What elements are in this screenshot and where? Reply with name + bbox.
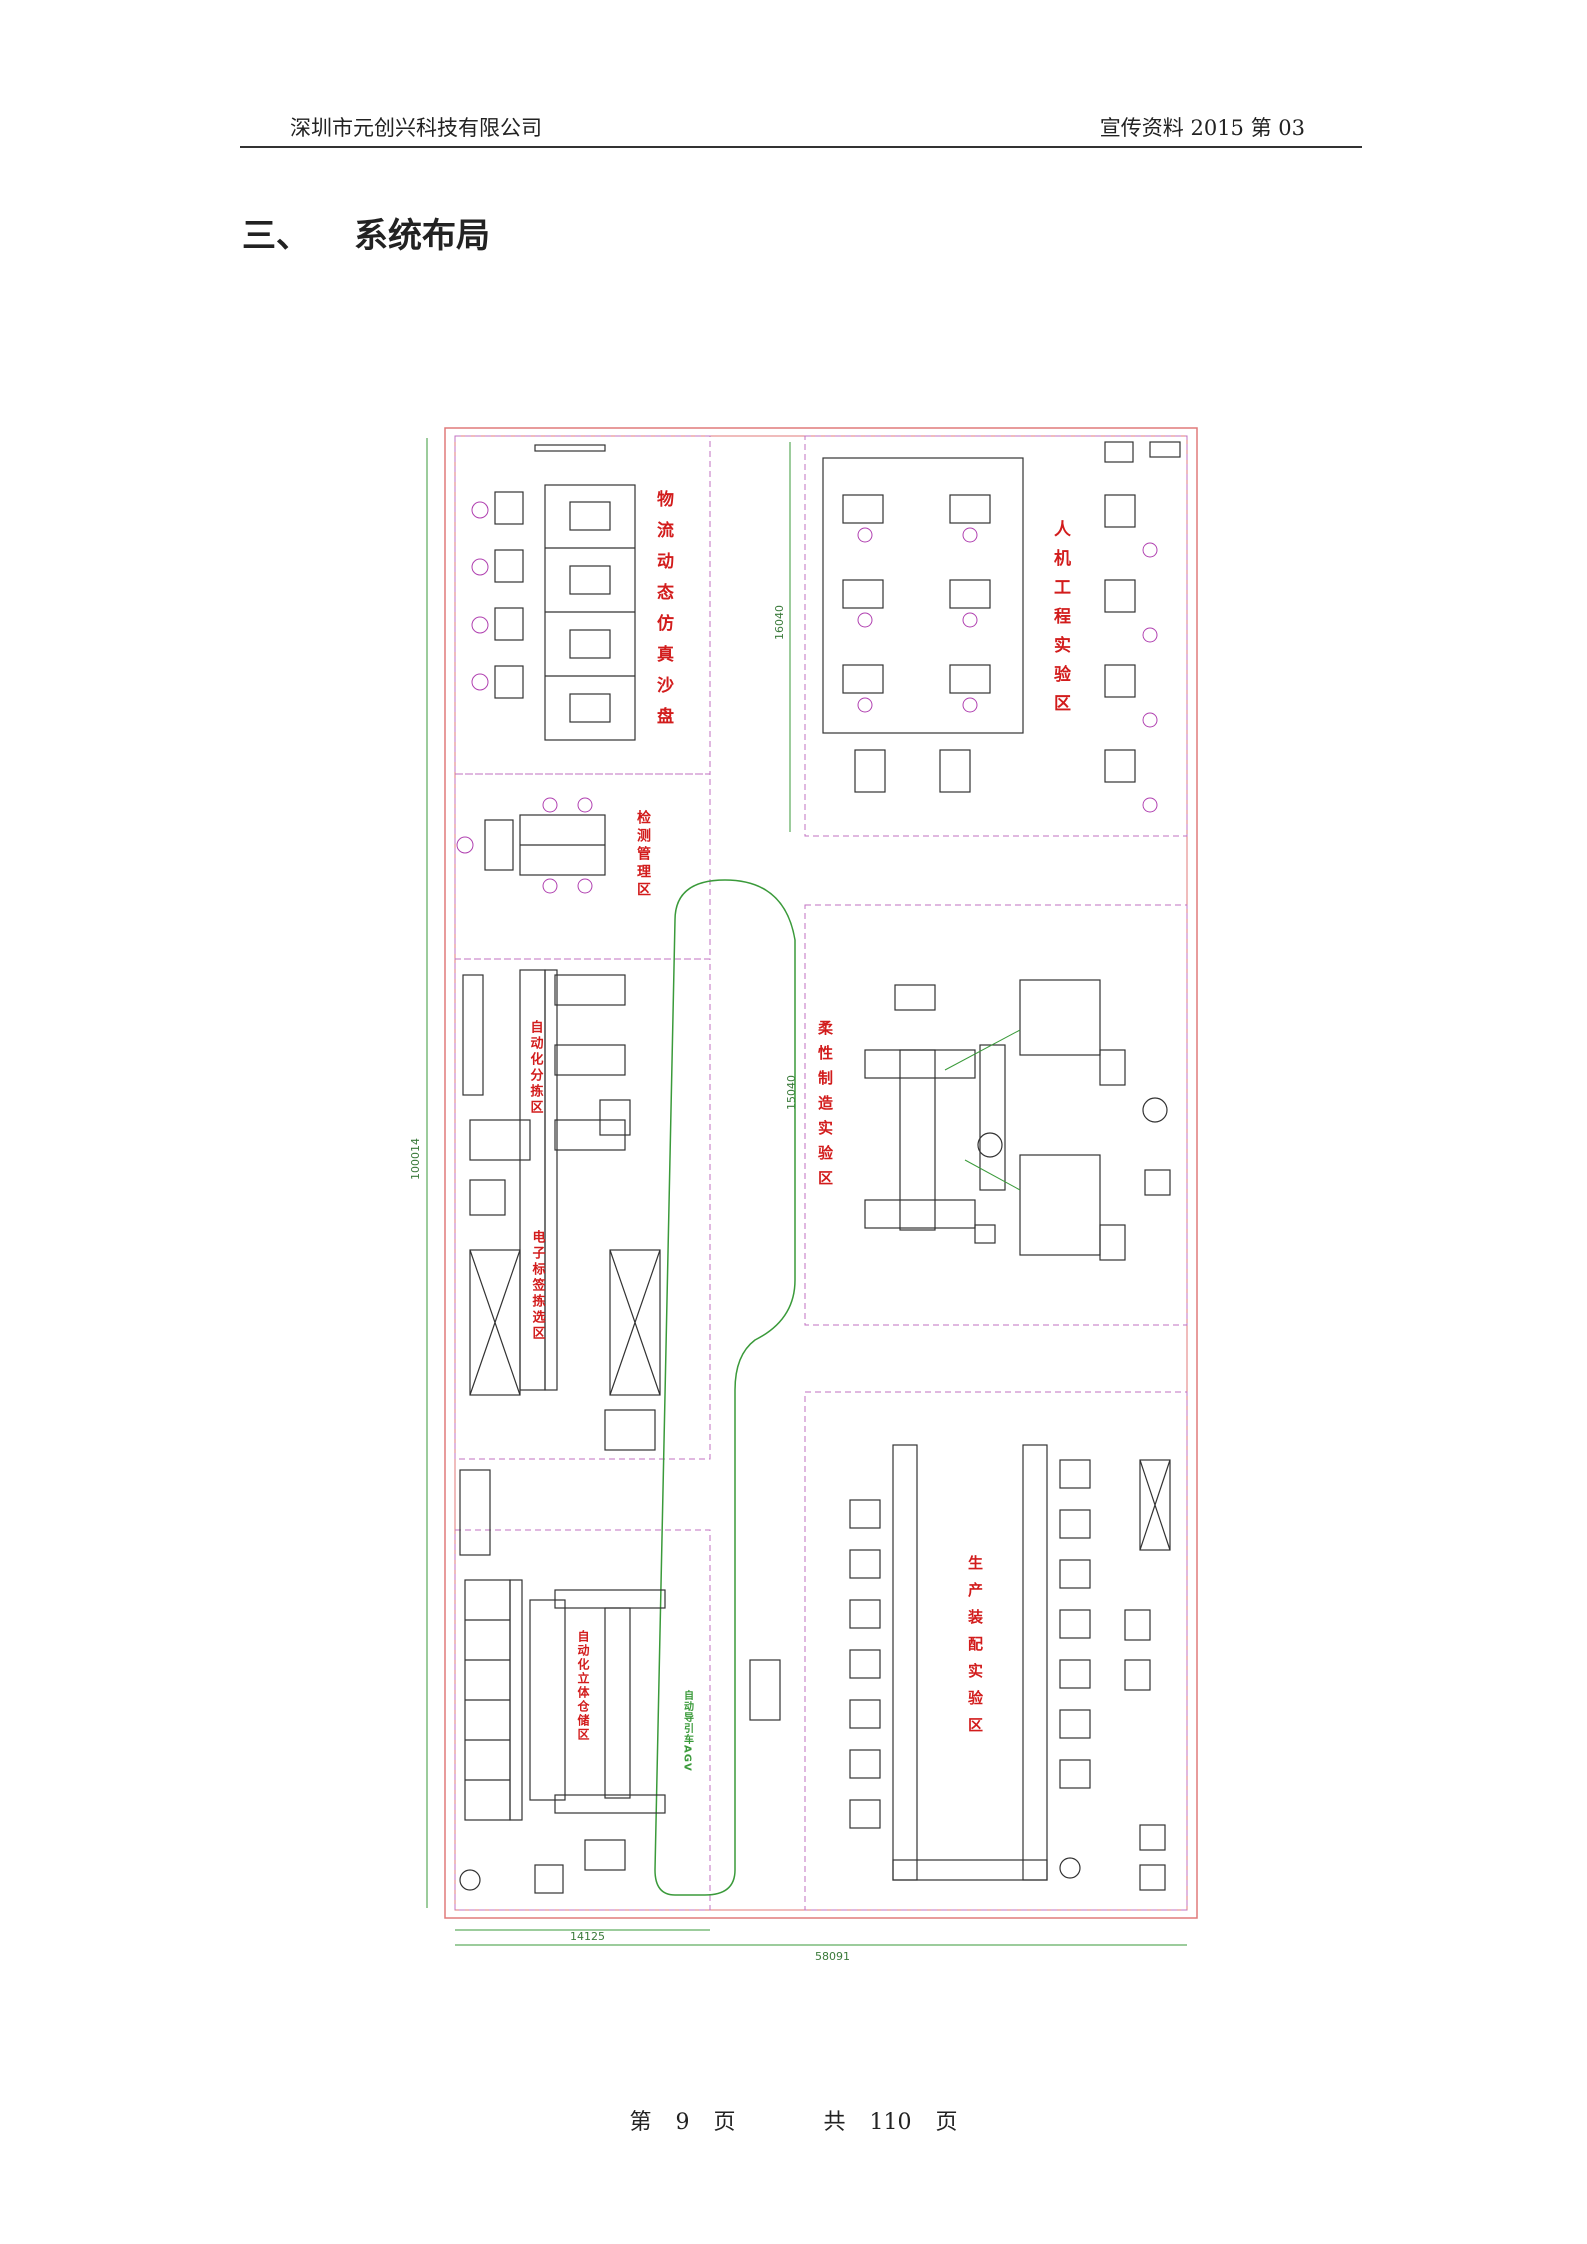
footer-word-total-end: 页: [935, 2110, 958, 2135]
zone-label-auto-warehouse: 自动化立体仓储区: [576, 1629, 590, 1742]
zone-label-mgmt: 检测管理区: [635, 809, 651, 900]
section-title: 系统布局: [354, 216, 490, 256]
zone-label-assembly: 生产装配实验区: [966, 1554, 984, 1744]
zone-logistics-box: [454, 435, 711, 775]
footer-word-total: 共: [823, 2110, 846, 2135]
header-company: 深圳市元创兴科技有限公司: [290, 116, 542, 140]
dim-bottom-left: 14125: [570, 1930, 605, 1943]
zone-label-flexible: 柔性制造实验区: [816, 1020, 834, 1195]
zone-label-storage: 自动化分拣区: [528, 1019, 544, 1116]
footer-page-number: 9: [675, 2110, 690, 2135]
zone-label-electronic: 电子标签拣选区: [530, 1229, 547, 1342]
agv-track: [654, 879, 796, 1896]
header-divider: [240, 146, 1362, 148]
zone-flexible-box: [804, 904, 1188, 1326]
zone-label-hmi: 人机工程实验区: [1050, 520, 1071, 723]
dim-total-height: 100014: [409, 1138, 422, 1180]
zone-label-agv: 自动导引车AGV: [682, 1689, 694, 1772]
footer-word-page: 第: [629, 2110, 652, 2135]
zone-hmi-box: [804, 435, 1188, 837]
zone-storage-box: [454, 958, 711, 1460]
zone-assembly-box: [804, 1391, 1188, 1911]
footer-total-pages: 110: [869, 2110, 912, 2135]
dim-hmi-height: 16040: [773, 605, 786, 640]
dim-total-width: 58091: [815, 1950, 850, 1963]
footer-word-page-end: 页: [713, 2110, 736, 2135]
section-number: 三、: [242, 216, 310, 256]
zone-mgmt-box: [454, 773, 711, 960]
zone-label-logistics: 物流动态仿真沙盘: [653, 489, 674, 738]
system-layout-floor-plan: 100014 58091 14125 16040 15040 物流动态仿真沙盘: [409, 427, 1198, 1963]
dim-flex-height: 15040: [785, 1075, 798, 1110]
header-doc-label: 宣传资料 2015 第 03: [1099, 116, 1305, 140]
section-heading: 三、 系统布局: [242, 208, 490, 257]
plan-outer-border: [444, 427, 1198, 1919]
zone-auto-warehouse-box: [454, 1529, 711, 1911]
